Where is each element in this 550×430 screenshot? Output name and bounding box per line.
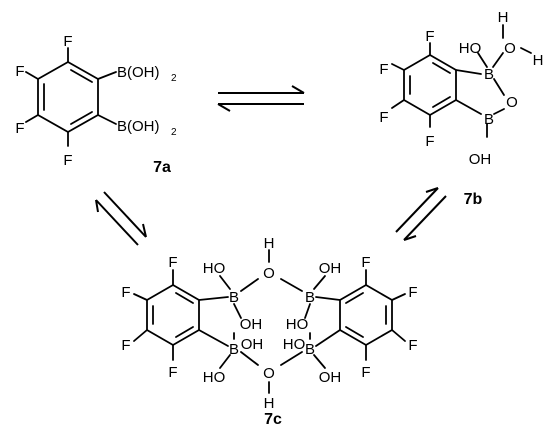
hydrogen-label: H bbox=[264, 235, 275, 252]
bridging-oxygen-label: O bbox=[263, 265, 275, 282]
fluorine-label: F bbox=[121, 284, 130, 301]
fluorine-label: F bbox=[425, 133, 434, 150]
boronic-acid-label: B(OH) bbox=[117, 118, 160, 135]
compound-7a: F F F F B(OH) 2 B(OH) 2 7a bbox=[15, 33, 177, 176]
fluorine-label: F bbox=[168, 254, 177, 271]
fluorine-label: F bbox=[15, 120, 24, 137]
benzene-ring-7b bbox=[391, 24, 532, 138]
subscript-2: 2 bbox=[171, 73, 177, 84]
hydroxyl-label: OH bbox=[319, 369, 342, 386]
hydroxyl-label: HO bbox=[203, 260, 226, 277]
benzene-ring-7a bbox=[25, 47, 117, 147]
equilibrium-arrow-7a-7c bbox=[95, 191, 147, 246]
boron-label: B bbox=[305, 341, 315, 358]
compound-7b: F F F F B B O HO OH O H H 7b bbox=[379, 9, 543, 208]
compound-label-7b: 7b bbox=[464, 191, 483, 208]
hydroxyl-label: HO bbox=[283, 336, 306, 353]
water-hydrogen-label: H bbox=[498, 9, 509, 26]
compound-label-7a: 7a bbox=[153, 159, 171, 176]
hydrogen-label: H bbox=[264, 395, 275, 412]
boron-label: B bbox=[305, 289, 315, 306]
fluorine-label: F bbox=[15, 63, 24, 80]
hydroxyl-label: OH bbox=[240, 316, 263, 333]
fluorine-label: F bbox=[379, 61, 388, 78]
water-oxygen-label: O bbox=[504, 40, 516, 57]
hydroxyl-label: HO bbox=[459, 40, 482, 57]
boron-label: B bbox=[484, 66, 494, 83]
boron-label: B bbox=[484, 111, 494, 128]
hydroxyl-label: OH bbox=[319, 260, 342, 277]
equilibrium-arrow-7a-7b bbox=[217, 85, 305, 112]
compound-label-7c: 7c bbox=[264, 411, 282, 428]
hydroxyl-label: OH bbox=[469, 151, 492, 168]
hydroxyl-label: HO bbox=[286, 316, 309, 333]
boronic-acid-label: B(OH) bbox=[117, 64, 160, 81]
water-hydrogen-label: H bbox=[533, 52, 544, 69]
compound-7c: F F F F F F F F B B B B O O H H HO OH OH… bbox=[121, 235, 417, 428]
fluorine-label: F bbox=[408, 284, 417, 301]
boron-label: B bbox=[229, 341, 239, 358]
fluorine-label: F bbox=[408, 337, 417, 354]
hydroxyl-label: OH bbox=[241, 336, 264, 353]
ring-oxygen-label: O bbox=[506, 94, 518, 111]
hydroxyl-label: HO bbox=[203, 369, 226, 386]
boron-label: B bbox=[229, 289, 239, 306]
fluorine-label: F bbox=[425, 28, 434, 45]
fluorine-label: F bbox=[361, 364, 370, 381]
subscript-2: 2 bbox=[171, 127, 177, 138]
fluorine-label: F bbox=[63, 33, 72, 50]
bridging-oxygen-label: O bbox=[263, 365, 275, 382]
fluorine-label: F bbox=[379, 109, 388, 126]
fluorine-label: F bbox=[168, 364, 177, 381]
fluorine-label: F bbox=[63, 152, 72, 169]
dimer-bonds-7c bbox=[133, 249, 406, 394]
equilibrium-arrow-7b-7c bbox=[395, 187, 447, 241]
fluorine-label: F bbox=[121, 337, 130, 354]
fluorine-label: F bbox=[361, 254, 370, 271]
